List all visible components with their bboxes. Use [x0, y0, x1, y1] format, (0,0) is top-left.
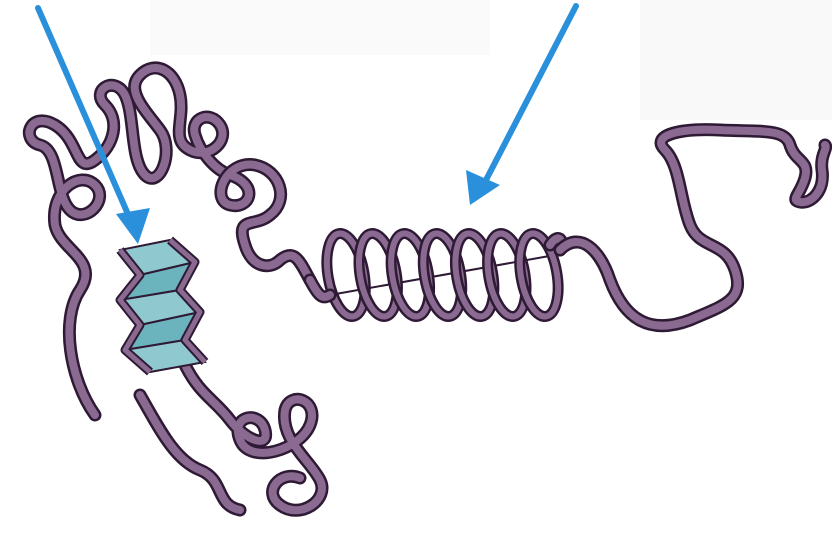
background-texture [150, 0, 832, 120]
beta-pleated-sheet [120, 240, 205, 372]
alpha-helix [321, 231, 564, 320]
random-coil-right [560, 130, 826, 326]
